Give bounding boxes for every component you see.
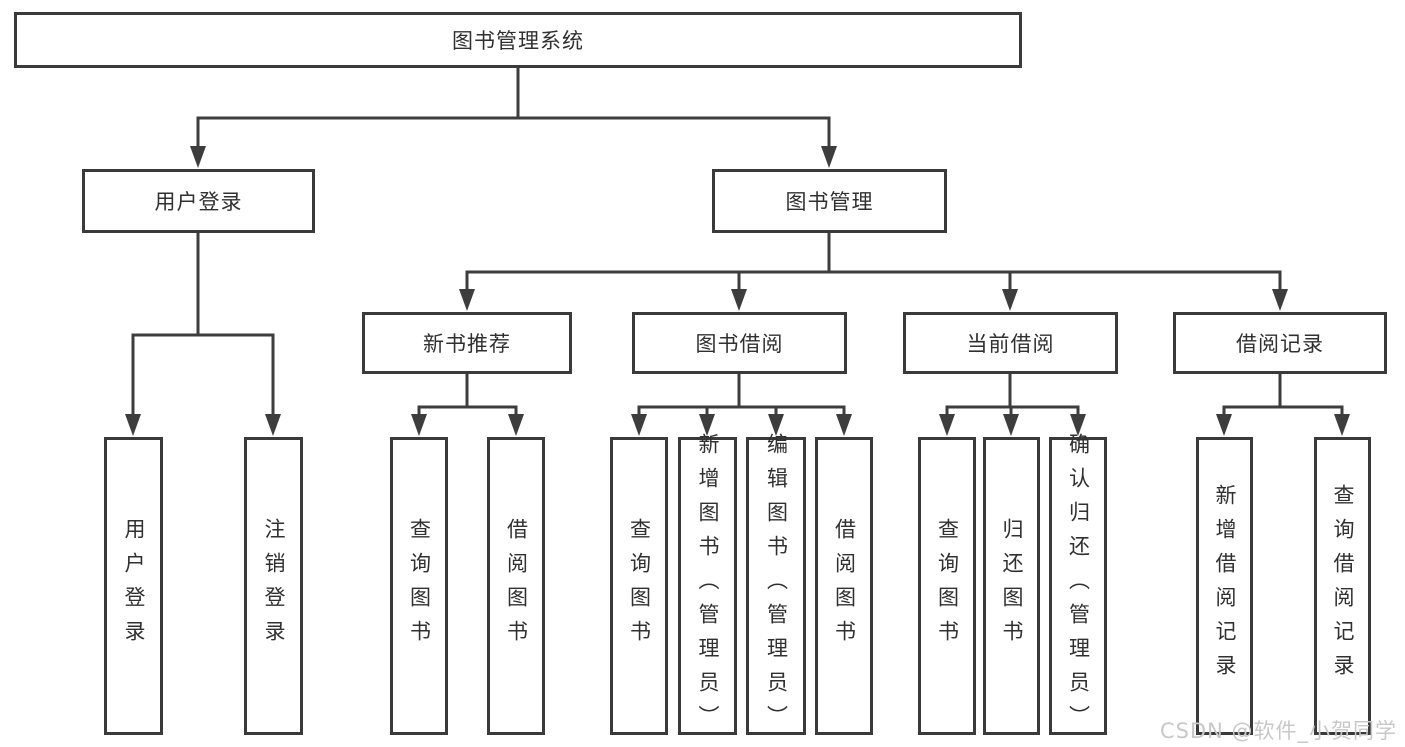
node-book-borrowing: 图书借阅 [632,312,847,374]
node-label: 用户登录 [154,190,243,214]
leaf-add-books-admin: 新增图书（管理员） [678,433,737,739]
node-label: 图书借阅 [695,332,784,356]
node-label: 确认归还（管理员） [1066,433,1091,739]
leaf-logout: 注销登录 [244,437,303,735]
node-borrowing-records: 借阅记录 [1173,312,1387,374]
node-label: 查询借阅记录 [1331,484,1355,688]
node-label: 编辑图书（管理员） [764,433,789,739]
leaf-borrow-books: 借阅图书 [815,437,873,735]
leaf-edit-books-admin: 编辑图书（管理员） [746,433,806,739]
node-label: 新增图书（管理员） [696,433,720,739]
node-label: 图书管理系统 [452,29,584,53]
leaf-add-borrow-record: 新增借阅记录 [1196,437,1253,735]
node-label: 归还图书 [1000,518,1024,654]
leaf-current-query-books: 查询图书 [918,437,976,735]
node-label: 新增借阅记录 [1213,484,1237,688]
node-label: 当前借阅 [966,332,1055,356]
leaf-recommend-borrow-books: 借阅图书 [487,437,545,735]
node-current-borrowing: 当前借阅 [903,312,1118,374]
node-label: 查询图书 [935,518,960,654]
node-label: 借阅图书 [504,518,529,654]
node-label: 新书推荐 [423,332,511,356]
node-label: 查询图书 [407,518,432,654]
leaf-recommend-query-books: 查询图书 [390,437,448,735]
leaf-confirm-return-admin: 确认归还（管理员） [1049,433,1107,739]
node-label: 用户登录 [122,518,146,654]
node-book-management: 图书管理 [712,169,947,233]
csdn-watermark: CSDN @软件_小贺同学 [1160,719,1398,743]
node-label: 注销登录 [262,518,286,654]
node-new-book-recommendation: 新书推荐 [362,312,572,374]
node-user-login: 用户登录 [82,169,315,233]
leaf-return-books: 归还图书 [983,437,1040,735]
node-label: 查询图书 [627,518,652,654]
leaf-query-borrow-record: 查询借阅记录 [1314,437,1371,735]
node-label: 图书管理 [785,190,874,214]
node-library-management-system: 图书管理系统 [14,12,1022,68]
node-label: 借阅图书 [832,518,857,654]
leaf-user-login: 用户登录 [104,437,163,735]
leaf-borrow-query-books: 查询图书 [610,437,668,735]
node-label: 借阅记录 [1236,332,1324,356]
